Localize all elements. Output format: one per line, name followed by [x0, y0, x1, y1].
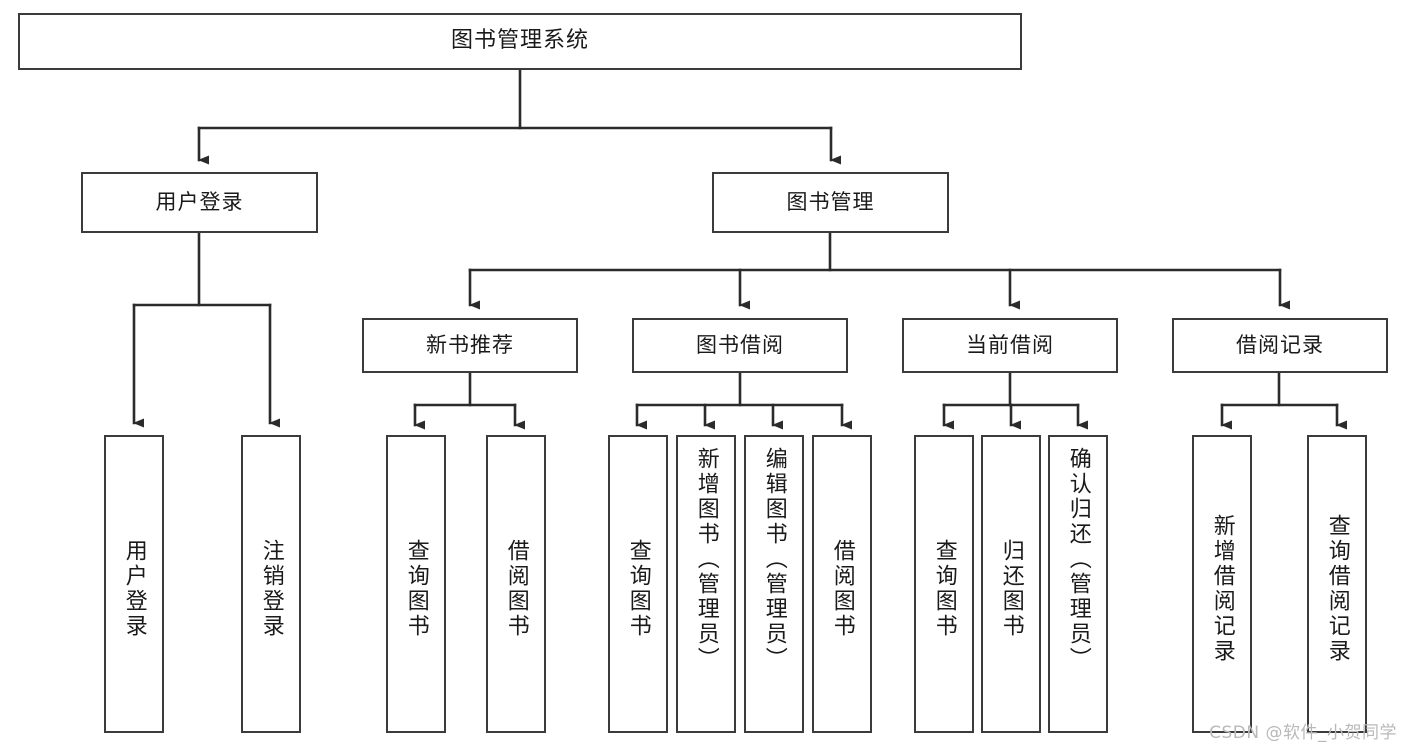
leaf-book-borrow-add-book-admin[interactable]: 新增图书（管理员）	[676, 435, 736, 733]
leaf-new-book-borrow-books[interactable]: 借阅图书	[486, 435, 546, 733]
leaf-borrow-record-query-record[interactable]: 查询借阅记录	[1307, 435, 1367, 733]
csdn-watermark: CSDN @软件_小贺同学	[1209, 723, 1397, 743]
node-book-borrow[interactable]: 图书借阅	[632, 318, 848, 373]
leaf-book-borrow-edit-book-admin[interactable]: 编辑图书（管理员）	[744, 435, 804, 733]
leaf-current-borrow-return-books[interactable]: 归还图书	[981, 435, 1041, 733]
leaf-user-login-logout[interactable]: 注销登录	[241, 435, 301, 733]
node-book-management[interactable]: 图书管理	[712, 172, 949, 233]
leaf-current-borrow-query-books[interactable]: 查询图书	[914, 435, 974, 733]
node-borrow-record[interactable]: 借阅记录	[1172, 318, 1388, 373]
node-current-borrow[interactable]: 当前借阅	[902, 318, 1118, 373]
node-new-book-recommend[interactable]: 新书推荐	[362, 318, 578, 373]
leaf-current-borrow-confirm-return-admin[interactable]: 确认归还（管理员）	[1048, 435, 1108, 733]
leaf-new-book-query-books[interactable]: 查询图书	[386, 435, 446, 733]
node-user-login[interactable]: 用户登录	[81, 172, 318, 233]
leaf-borrow-record-add-record[interactable]: 新增借阅记录	[1192, 435, 1252, 733]
node-root-book-management-system[interactable]: 图书管理系统	[18, 13, 1022, 70]
leaf-book-borrow-query-books[interactable]: 查询图书	[608, 435, 668, 733]
leaf-user-login-signin[interactable]: 用户登录	[104, 435, 164, 733]
leaf-book-borrow-borrow-books[interactable]: 借阅图书	[812, 435, 872, 733]
